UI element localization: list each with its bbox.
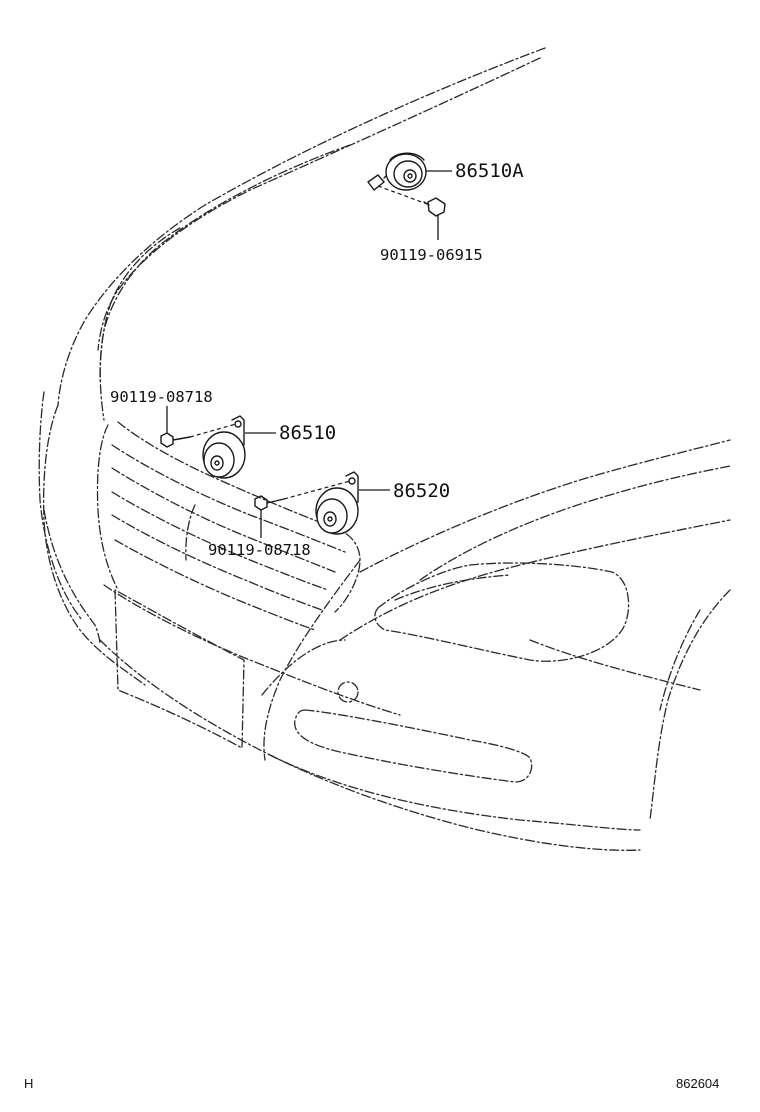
horn-86510[interactable] xyxy=(202,415,246,479)
bolt-90119-06915-rear[interactable] xyxy=(377,185,446,217)
label-90119-08718-left[interactable]: 90119-08718 xyxy=(110,388,213,406)
horn-86520[interactable] xyxy=(315,471,359,535)
label-86510A[interactable]: 86510A xyxy=(455,160,524,182)
label-90119-06915[interactable]: 90119-06915 xyxy=(380,246,483,264)
label-86520[interactable]: 86520 xyxy=(393,480,450,502)
vehicle-front-outline xyxy=(38,47,731,851)
label-86510[interactable]: 86510 xyxy=(279,422,336,444)
footer-left-mark: H xyxy=(24,1076,33,1091)
label-90119-08718-right[interactable]: 90119-08718 xyxy=(208,541,311,559)
diagram-number: 862604 xyxy=(676,1076,719,1091)
horn-86510A[interactable] xyxy=(367,152,427,191)
bolt-90119-08718-right[interactable] xyxy=(254,480,351,511)
